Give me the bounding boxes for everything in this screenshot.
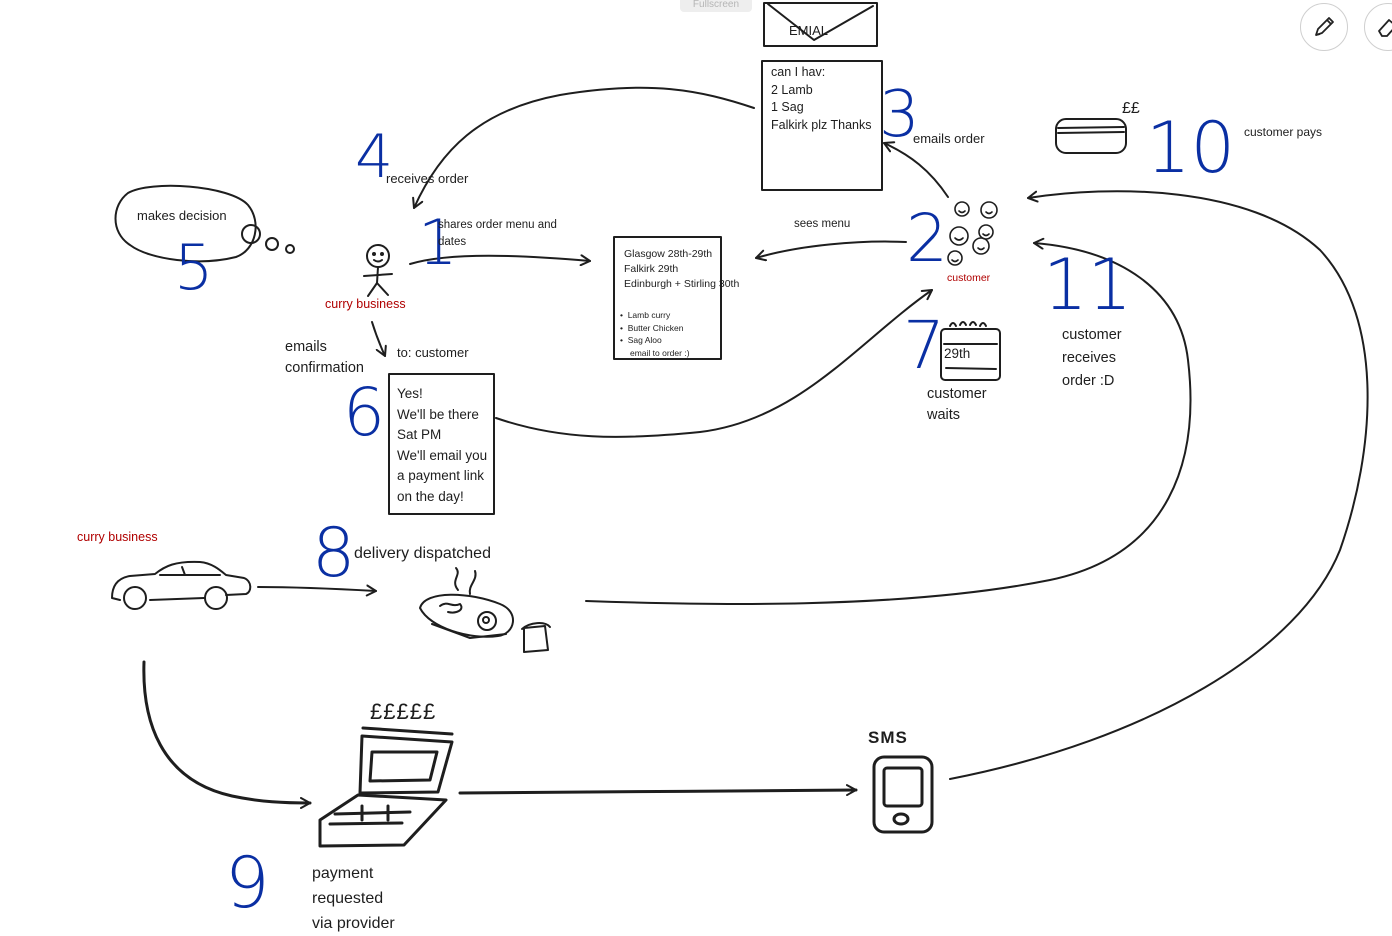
calendar-date: 29th [944, 346, 971, 361]
confirmation-line: We'll email you [397, 447, 488, 463]
step-number-8: 8 [312, 514, 356, 593]
caption-customer-receives: customer receives order :D [1062, 324, 1122, 393]
arrow-emails-order [883, 141, 949, 198]
thought-bubble [114, 184, 295, 263]
caption-shares-menu: shares order menu and dates [438, 217, 557, 251]
menu-date: Falkirk 29th [624, 263, 679, 275]
confirmation-line: on the day! [397, 488, 464, 504]
label-customer: customer [947, 272, 991, 284]
label-curry-business-car: curry business [77, 530, 158, 544]
arrow-shares-menu [409, 254, 591, 267]
confirmation-line: Yes! [397, 386, 423, 401]
arrow-sms-to-pay [949, 190, 1369, 780]
caption-line: confirmation [285, 360, 364, 376]
calendar-icon [940, 321, 1001, 381]
menu-item: • Butter Chicken [620, 322, 684, 333]
arrow-payment-request [142, 660, 312, 809]
menu-card-box [613, 236, 722, 360]
caption-payment-requested: payment requested via provider [312, 861, 395, 936]
arrow-sees-menu [755, 240, 907, 262]
caption-makes-decision: makes decision [137, 208, 227, 223]
credit-card-icon [1055, 118, 1127, 154]
money-symbols-small: ££ [1122, 100, 1140, 117]
caption-line: shares order menu and [438, 219, 557, 231]
phone-icon [872, 755, 934, 834]
arrow-confirmation-to-customer [495, 289, 933, 438]
fullscreen-button[interactable]: Fullscreen [680, 0, 752, 12]
arrow-receives-order [412, 86, 755, 209]
step-number-10: 10 [1146, 107, 1236, 189]
step-number-4: 4 [355, 122, 394, 192]
caption-line: customer [1062, 327, 1122, 343]
menu-item: • Sag Aloo [620, 335, 662, 345]
order-line: Falkirk plz Thanks [771, 117, 872, 132]
menu-date: Glasgow 28th-29th [624, 248, 713, 260]
step-number-5: 5 [174, 231, 214, 304]
order-email-box [761, 60, 883, 191]
caption-emails-order: emails order [913, 131, 985, 146]
caption-line: receives [1062, 350, 1116, 366]
confirmation-line: We'll be there [397, 406, 479, 422]
arrow-delivery-to-customer [585, 237, 1192, 606]
arrow-emails-confirmation [371, 321, 387, 357]
confirmation-email-text: Yes! We'll be there Sat PM We'll email y… [397, 384, 493, 507]
step-number-11: 11 [1043, 244, 1133, 326]
confirmation-email-box [388, 373, 495, 515]
menu-item: • Lamb curry [620, 310, 671, 320]
caption-line: customer [927, 386, 987, 402]
step-number-6: 6 [343, 374, 385, 451]
order-line: 2 Lamb [771, 82, 813, 97]
caption-line: via provider [312, 915, 395, 932]
curry-dish-icon [419, 567, 551, 653]
caption-delivery-dispatched: delivery dispatched [354, 545, 491, 562]
menu-items: • Lamb curry • Butter Chicken • Sag Aloo… [620, 309, 690, 359]
customer-faces-icon [947, 201, 998, 266]
arrow-laptop-to-sms [458, 784, 858, 797]
stick-figure-icon [363, 244, 393, 297]
pencil-icon [1315, 17, 1334, 36]
order-email-text: can I hav: 2 Lamb 1 Sag Falkirk plz Than… [771, 64, 872, 134]
menu-date: Edinburgh + Stirling 30th [624, 278, 740, 290]
caption-line: order :D [1062, 373, 1115, 389]
sms-label: SMS [868, 728, 908, 747]
arrow-delivery [257, 584, 377, 597]
order-line: 1 Sag [771, 100, 804, 114]
step-number-1: 1 [418, 206, 458, 279]
caption-line: dates [438, 236, 467, 248]
caption-customer-pays: customer pays [1244, 125, 1323, 139]
step-number-3: 3 [879, 78, 920, 152]
pencil-tool-button[interactable] [1300, 3, 1348, 51]
car-icon [111, 560, 252, 610]
order-line: can I hav: [771, 65, 826, 79]
step-number-7: 7 [903, 307, 945, 384]
menu-footer: email to order :) [630, 347, 690, 358]
confirmation-line: a payment link [397, 468, 485, 483]
caption-sees-menu: sees menu [794, 218, 851, 230]
caption-line: payment [312, 865, 374, 882]
money-symbols-large: £££££ [370, 699, 437, 724]
caption-customer-waits: customer waits [927, 384, 987, 426]
envelope-label: EMIAL [789, 23, 829, 38]
laptop-icon [318, 726, 454, 848]
envelope-icon [763, 2, 878, 47]
caption-line: requested [312, 890, 384, 907]
step-number-9: 9 [225, 842, 270, 924]
label-curry-business-top: curry business [325, 297, 406, 311]
caption-line: emails [285, 339, 327, 355]
caption-emails-confirmation: emails confirmation [285, 337, 364, 379]
menu-dates: Glasgow 28th-29th Falkirk 29th Edinburgh… [624, 247, 739, 292]
caption-to-customer: to: customer [397, 345, 469, 360]
confirmation-line: Sat PM [397, 427, 442, 442]
caption-receives-order: receives order [386, 171, 469, 186]
caption-line: waits [927, 407, 961, 423]
step-number-2: 2 [906, 200, 948, 277]
